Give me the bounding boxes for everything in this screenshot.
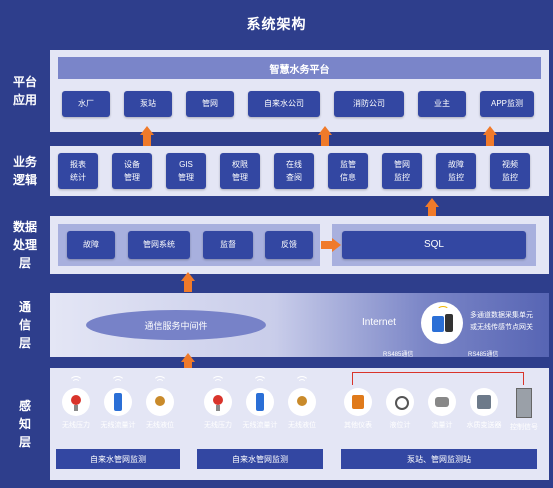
arrow-up-icon [181, 353, 195, 373]
business-item-devices: 设备 管理 [112, 153, 152, 189]
platform-layer: 平台 应用 智慧水务平台 水厂 泵站 管网 自来水公司 消防公司 业主 APP监… [0, 50, 553, 132]
flowmeter-icon [246, 388, 274, 416]
sensor-label: 控制信号 [510, 424, 538, 431]
wifi-icon [153, 376, 167, 385]
business-layer-label: 业务 逻辑 [12, 155, 37, 187]
sensor-wireless-pressure: 无线压力 [58, 376, 94, 430]
business-item-video-monitor: 视频 监控 [490, 153, 530, 189]
wifi-icon [253, 376, 267, 385]
data-item-pipe-system: 管网系统 [128, 231, 190, 259]
arrow-up-icon [181, 272, 195, 292]
flowmeter-icon [104, 388, 132, 416]
platform-item-app-monitor: APP监测 [480, 91, 534, 117]
sensor-label: 无线压力 [204, 422, 232, 429]
sensor-label: 液位计 [389, 422, 411, 429]
group-1-footer: 自来水管网监测 [56, 449, 180, 469]
internet-label: Internet [362, 317, 396, 328]
data-item-feedback: 反馈 [265, 231, 313, 259]
sensor-label: 无线流量计 [242, 422, 278, 429]
sensor-label: 水质变送器 [466, 422, 502, 429]
sensor-wireless-flowmeter: 无线流量计 [242, 376, 278, 430]
sensor-label: 无线压力 [62, 422, 90, 429]
business-layer: 业务 逻辑 报表 统计 设备 管理 GIS 管理 权限 管理 在线 查阅 监管 … [0, 146, 553, 196]
platform-layer-label: 平台 应用 [12, 75, 37, 107]
comm-layer-label: 通 信 层 [18, 300, 31, 350]
sensor-label: 无线液位 [146, 422, 174, 429]
pressure-gauge-icon [62, 388, 90, 416]
platform-item-water-company: 自来水公司 [248, 91, 320, 117]
comm-panel: 通信服务中间件 Internet 多通道数据采集单元 或无线传感节点网关 RS4… [50, 293, 549, 358]
sensor-wireless-pressure: 无线压力 [200, 376, 236, 430]
arrow-up-icon [425, 198, 439, 218]
business-item-reports: 报表 统计 [58, 153, 98, 189]
wifi-icon [295, 376, 309, 385]
sensor-label: 无线流量计 [100, 422, 136, 429]
data-item-supervise: 监督 [203, 231, 253, 259]
sensor-label: 流量计 [431, 422, 453, 429]
sensor-label: 无线液位 [288, 422, 316, 429]
data-layer-label: 数据 处理 层 [12, 220, 37, 270]
business-item-pipe-monitor: 管网 监控 [382, 153, 422, 189]
business-panel: 报表 统计 设备 管理 GIS 管理 权限 管理 在线 查阅 监管 信息 管网 … [50, 146, 549, 196]
wifi-icon [69, 376, 83, 385]
platform-panel: 智慧水务平台 水厂 泵站 管网 自来水公司 消防公司 业主 APP监测 [50, 50, 549, 132]
sensor-level-meter: 液位计 [382, 388, 418, 430]
platform-header: 智慧水务平台 [58, 57, 541, 79]
page-title: 系统架构 [246, 16, 307, 32]
platform-item-owner: 业主 [418, 91, 466, 117]
business-item-fault-monitor: 故障 监控 [436, 153, 476, 189]
arrow-up-icon [140, 126, 154, 146]
sensor-wireless-level: 无线液位 [284, 376, 320, 430]
sensor-flow-meter: 流量计 [424, 388, 460, 430]
wifi-icon [211, 376, 225, 385]
sensor-label: 其他仪表 [344, 422, 372, 429]
arrow-right-icon [321, 238, 341, 252]
sensor-control-signal: 控制信号 [506, 388, 542, 432]
data-sql-node: SQL [342, 231, 526, 259]
sense-layer: 感 知 层 无线压力 无线流量计 无线液位 自来水管网监测 [0, 368, 553, 480]
platform-item-water-plant: 水厂 [62, 91, 110, 117]
sense-layer-label: 感 知 层 [18, 399, 31, 449]
platform-item-fire-company: 消防公司 [334, 91, 404, 117]
wifi-icon [111, 376, 125, 385]
sensor-wireless-flowmeter: 无线流量计 [100, 376, 136, 430]
business-item-permissions: 权限 管理 [220, 153, 260, 189]
level-sensor-icon [288, 388, 316, 416]
group-2-footer: 自来水管网监测 [197, 449, 323, 469]
platform-item-pipe-network: 管网 [186, 91, 234, 117]
sense-panel: 无线压力 无线流量计 无线液位 自来水管网监测 无线压力 [50, 368, 549, 480]
business-item-online-query: 在线 查阅 [274, 153, 314, 189]
sensor-wireless-level: 无线液位 [142, 376, 178, 430]
water-quality-icon [470, 388, 498, 416]
business-item-gis: GIS 管理 [166, 153, 206, 189]
level-sensor-icon [146, 388, 174, 416]
flow-meter-icon [428, 388, 456, 416]
gateway-icon [421, 302, 463, 344]
pressure-gauge-icon [204, 388, 232, 416]
instrument-icon [344, 388, 372, 416]
sensor-other-instrument: 其他仪表 [340, 388, 376, 430]
sensor-water-quality: 水质变送器 [466, 388, 502, 430]
data-layer: 数据 处理 层 故障 管网系统 监督 反馈 SQL [0, 216, 553, 274]
middleware-ellipse: 通信服务中间件 [86, 310, 266, 340]
arrow-up-icon [318, 126, 332, 146]
rs485-left-label: RS485通信 [383, 352, 414, 358]
gateway-description: 多通道数据采集单元 或无线传感节点网关 [470, 312, 533, 331]
control-cabinet-icon [516, 388, 532, 418]
data-item-fault: 故障 [67, 231, 115, 259]
business-item-supervision: 监管 信息 [328, 153, 368, 189]
group-3-footer: 泵站、管网监测站 [341, 449, 537, 469]
comm-layer: 通 信 层 通信服务中间件 Internet 多通道数据采集单元 或无线传感节点… [0, 293, 553, 358]
level-meter-icon [386, 388, 414, 416]
rs485-right-label: RS485通信 [468, 352, 499, 358]
data-panel: 故障 管网系统 监督 反馈 SQL [50, 216, 549, 274]
arrow-up-icon [483, 126, 497, 146]
platform-item-pump-station: 泵站 [124, 91, 172, 117]
group-3-wiring [352, 372, 524, 385]
